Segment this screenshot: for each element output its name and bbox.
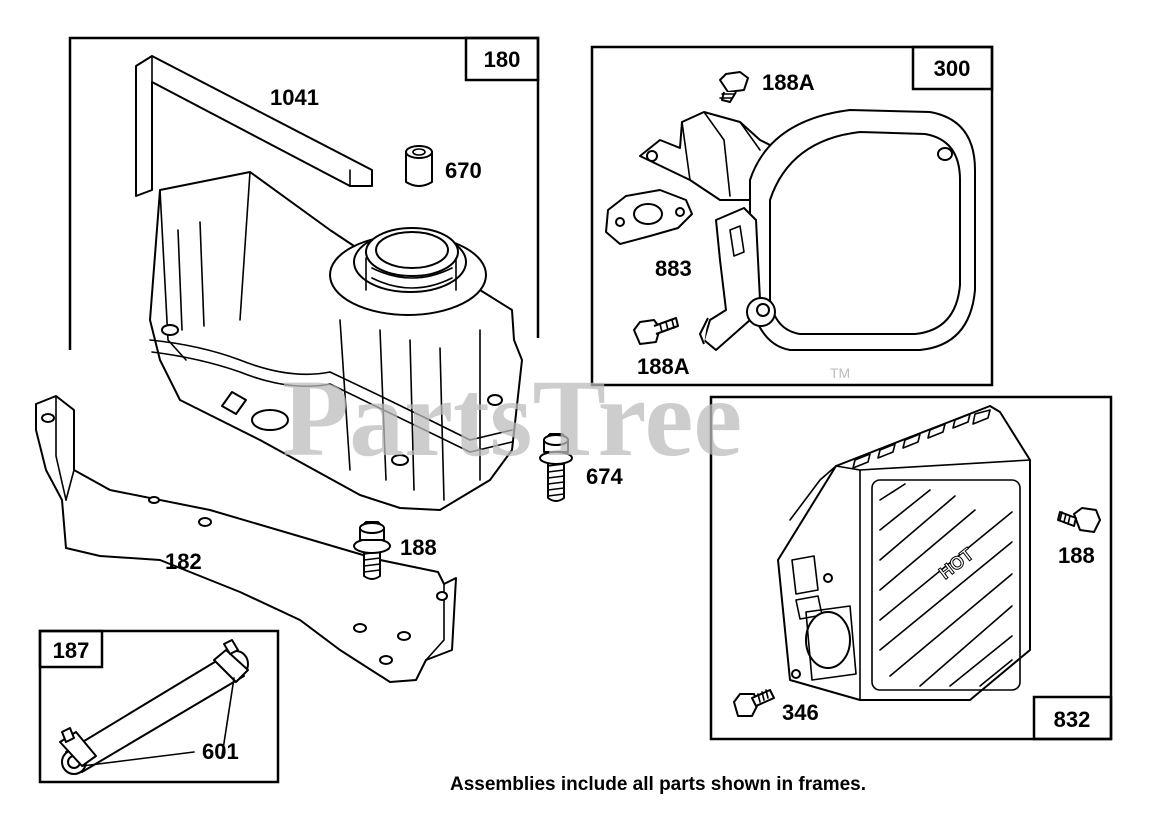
part-188a-bolt-top[interactable]: [719, 71, 749, 103]
frame-300-label: 300: [934, 56, 971, 81]
part-346-bolt[interactable]: [733, 689, 775, 717]
part-188a-bolt-bottom[interactable]: [633, 317, 679, 345]
muffler[interactable]: [639, 109, 976, 351]
part-182-label: 182: [165, 549, 202, 574]
frame-832[interactable]: 832: [709, 395, 1113, 741]
part-883-gasket[interactable]: [605, 189, 693, 245]
part-674-bolt[interactable]: [539, 433, 573, 502]
partstree-watermark: PartsTree TM: [282, 357, 850, 479]
part-188-bolt-center[interactable]: [353, 521, 391, 580]
muffler-guard[interactable]: HOT: [777, 405, 1031, 701]
part-601-label: 601: [202, 739, 239, 764]
frame-187[interactable]: 187: [38, 629, 280, 784]
watermark-trademark: TM: [830, 365, 850, 381]
part-188-center-label: 188: [400, 535, 437, 560]
frame-187-label: 187: [53, 638, 90, 663]
part-883-label: 883: [655, 256, 692, 281]
fuel-tank[interactable]: [149, 171, 523, 511]
part-670-label: 670: [445, 158, 482, 183]
frame-180-label: 180: [484, 47, 521, 72]
frame-300[interactable]: 300: [590, 45, 994, 387]
part-1041-bracket[interactable]: [135, 55, 373, 197]
watermark-text: PartsTree: [282, 357, 742, 479]
frame-180[interactable]: 180: [68, 36, 540, 350]
fuel-line-hose[interactable]: [59, 639, 249, 775]
part-674-label: 674: [586, 464, 623, 489]
part-670-bushing[interactable]: [405, 145, 433, 187]
guard-front-slots: [879, 483, 1013, 687]
part-188a-top-label: 188A: [762, 70, 815, 95]
part-346-label: 346: [782, 700, 819, 725]
assemblies-caption: Assemblies include all parts shown in fr…: [450, 774, 866, 795]
part-1041-label: 1041: [270, 85, 319, 110]
frame-832-label: 832: [1054, 707, 1091, 732]
guard-top-slots: [852, 409, 991, 469]
part-188-bolt-right[interactable]: [1057, 507, 1101, 533]
part-182-bracket[interactable]: [35, 395, 457, 683]
part-188-right-label: 188: [1058, 543, 1095, 568]
part-188a-bottom-label: 188A: [637, 354, 690, 379]
